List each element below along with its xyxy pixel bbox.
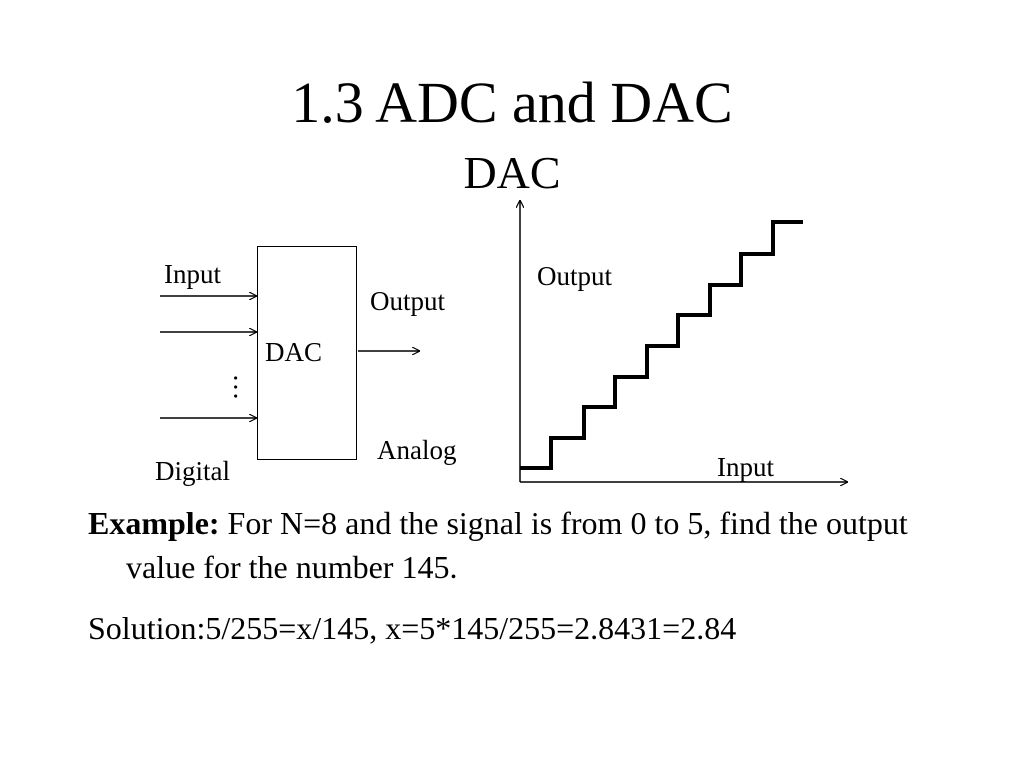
example-text: For N=8 and the signal is from 0 to 5, f…: [126, 505, 908, 585]
analog-output-label: Output: [370, 286, 446, 316]
graph-x-axis-label: Input: [717, 452, 774, 482]
digital-input-label: Input: [164, 259, 221, 289]
staircase-curve: [520, 220, 803, 470]
graph-y-axis-label: Output: [537, 261, 613, 291]
solution-paragraph: Solution:5/255=x/145, x=5*145/255=2.8431…: [88, 610, 737, 646]
digital-label: Digital: [155, 456, 230, 486]
dac-block-label: DAC: [265, 337, 323, 367]
slide-subtitle: DAC: [463, 147, 561, 198]
analog-label: Analog: [377, 435, 457, 465]
slide-title: 1.3 ADC and DAC: [291, 70, 733, 135]
dac-block: [257, 246, 357, 460]
example-label: Example:: [88, 505, 220, 541]
example-paragraph: Example: For N=8 and the signal is from …: [88, 501, 948, 589]
